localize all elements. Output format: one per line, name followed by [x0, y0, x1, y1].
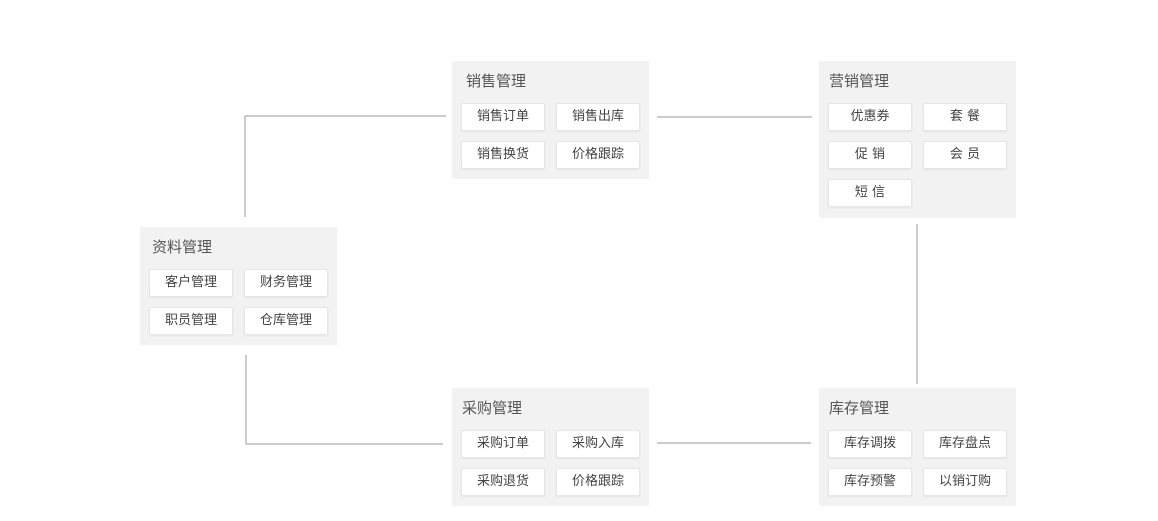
inventory-management-panel: 库存管理 库存调拨 库存盘点 库存预警 以销订购: [819, 388, 1016, 506]
member-button[interactable]: 会 员: [923, 141, 1007, 169]
data-management-panel: 资料管理 客户管理 财务管理 职员管理 仓库管理: [140, 227, 337, 345]
sales-order-button[interactable]: 销售订单: [461, 103, 545, 131]
warehouse-management-button[interactable]: 仓库管理: [244, 307, 328, 335]
package-button[interactable]: 套 餐: [923, 103, 1007, 131]
coupon-button[interactable]: 优惠券: [828, 103, 912, 131]
connector-data-to-sales: [244, 115, 446, 217]
sales-based-ordering-button[interactable]: 以销订购: [923, 468, 1007, 496]
purchase-management-title: 采购管理: [462, 399, 523, 417]
customer-management-button[interactable]: 客户管理: [149, 269, 233, 297]
inventory-alert-button[interactable]: 库存预警: [828, 468, 912, 496]
sms-button[interactable]: 短 信: [828, 179, 912, 207]
inventory-transfer-button[interactable]: 库存调拨: [828, 430, 912, 458]
purchase-price-tracking-button[interactable]: 价格跟踪: [556, 468, 640, 496]
staff-management-button[interactable]: 职员管理: [149, 307, 233, 335]
marketing-management-title: 营销管理: [829, 72, 890, 90]
sales-management-panel: 销售管理 销售订单 销售出库 销售换货 价格跟踪: [452, 61, 649, 179]
marketing-management-panel: 营销管理 优惠券 套 餐 促 销 会 员 短 信: [819, 61, 1016, 218]
purchase-order-button[interactable]: 采购订单: [461, 430, 545, 458]
connector-data-to-purchase: [245, 355, 443, 445]
sales-exchange-button[interactable]: 销售换货: [461, 141, 545, 169]
sales-price-tracking-button[interactable]: 价格跟踪: [556, 141, 640, 169]
promotion-button[interactable]: 促 销: [828, 141, 912, 169]
purchase-return-button[interactable]: 采购退货: [461, 468, 545, 496]
sales-outbound-button[interactable]: 销售出库: [556, 103, 640, 131]
data-management-title: 资料管理: [152, 238, 213, 256]
inventory-management-title: 库存管理: [829, 399, 890, 417]
purchase-inbound-button[interactable]: 采购入库: [556, 430, 640, 458]
inventory-count-button[interactable]: 库存盘点: [923, 430, 1007, 458]
purchase-management-panel: 采购管理 采购订单 采购入库 采购退货 价格跟踪: [452, 388, 649, 506]
finance-management-button[interactable]: 财务管理: [244, 269, 328, 297]
sales-management-title: 销售管理: [466, 72, 527, 90]
